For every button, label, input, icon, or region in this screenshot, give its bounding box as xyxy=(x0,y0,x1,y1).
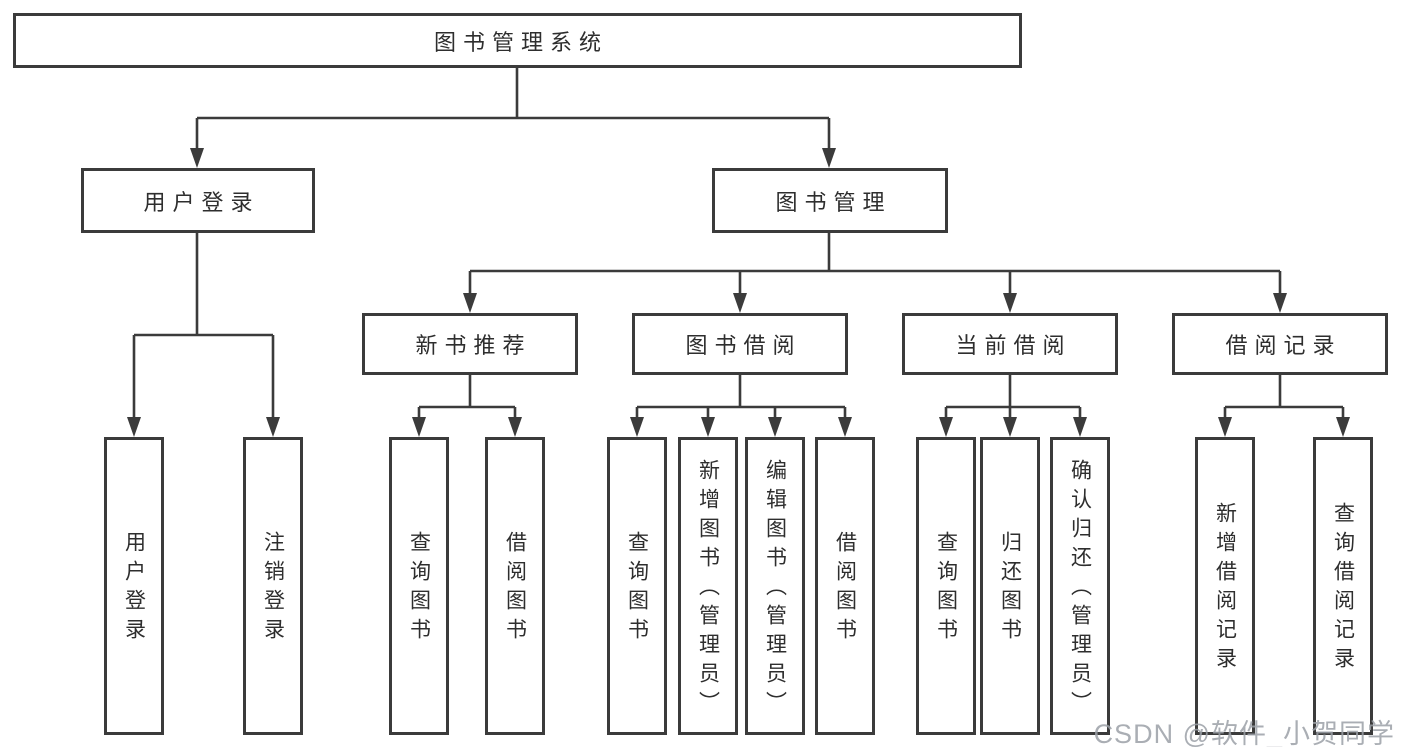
leaf-user-login: 用户登录 xyxy=(104,437,164,735)
leaf-add-book-admin: 新增图书（管理员） xyxy=(678,437,738,735)
node-label: 图书借阅 xyxy=(685,333,802,358)
leaf-borrow-books: 借阅图书 xyxy=(815,437,875,735)
connector-paths xyxy=(132,68,1345,420)
node-label: 新书推荐 xyxy=(415,333,532,358)
leaf-label: 用户登录 xyxy=(122,531,146,647)
leaf-edit-book-admin: 编辑图书（管理员） xyxy=(745,437,805,735)
leaf-label: 查询图书 xyxy=(625,531,649,647)
node-label: 借阅记录 xyxy=(1225,333,1342,358)
leaf-label: 借阅图书 xyxy=(833,531,857,647)
node-book-management: 图书管理 xyxy=(712,168,948,233)
leaf-label: 确认归还（管理员） xyxy=(1068,458,1092,720)
node-user-login: 用户登录 xyxy=(81,168,315,233)
leaf-label: 注销登录 xyxy=(261,531,285,647)
node-borrow-records: 借阅记录 xyxy=(1172,313,1388,375)
leaf-label: 归还图书 xyxy=(998,531,1022,647)
leaf-add-borrow-record: 新增借阅记录 xyxy=(1195,437,1255,735)
node-new-book-recommend: 新书推荐 xyxy=(362,313,578,375)
leaf-query-books-borrow: 查询图书 xyxy=(607,437,667,735)
leaf-return-books: 归还图书 xyxy=(980,437,1040,735)
node-book-borrow: 图书借阅 xyxy=(632,313,848,375)
leaf-query-books-recommend: 查询图书 xyxy=(389,437,449,735)
leaf-label: 编辑图书（管理员） xyxy=(763,458,787,720)
leaf-logout: 注销登录 xyxy=(243,437,303,735)
csdn-watermark: CSDN @软件_小贺同学 xyxy=(1093,719,1395,747)
node-label: 图书管理 xyxy=(775,189,892,215)
leaf-label: 查询图书 xyxy=(407,531,431,647)
leaf-confirm-return-admin: 确认归还（管理员） xyxy=(1050,437,1110,735)
node-root: 图书管理系统 xyxy=(13,13,1022,68)
node-label: 用户登录 xyxy=(143,189,260,215)
node-label: 当前借阅 xyxy=(955,333,1072,358)
leaf-label: 查询图书 xyxy=(934,531,958,647)
leaf-query-books-current: 查询图书 xyxy=(916,437,976,735)
leaf-label: 新增借阅记录 xyxy=(1213,502,1237,676)
leaf-label: 查询借阅记录 xyxy=(1331,502,1355,676)
leaf-borrow-books-recommend: 借阅图书 xyxy=(485,437,545,735)
node-current-borrow: 当前借阅 xyxy=(902,313,1118,375)
arrowheads xyxy=(127,148,1350,437)
node-root-label: 图书管理系统 xyxy=(433,29,608,55)
leaf-query-borrow-record: 查询借阅记录 xyxy=(1313,437,1373,735)
leaf-label: 新增图书（管理员） xyxy=(696,458,720,720)
leaf-label: 借阅图书 xyxy=(503,531,527,647)
